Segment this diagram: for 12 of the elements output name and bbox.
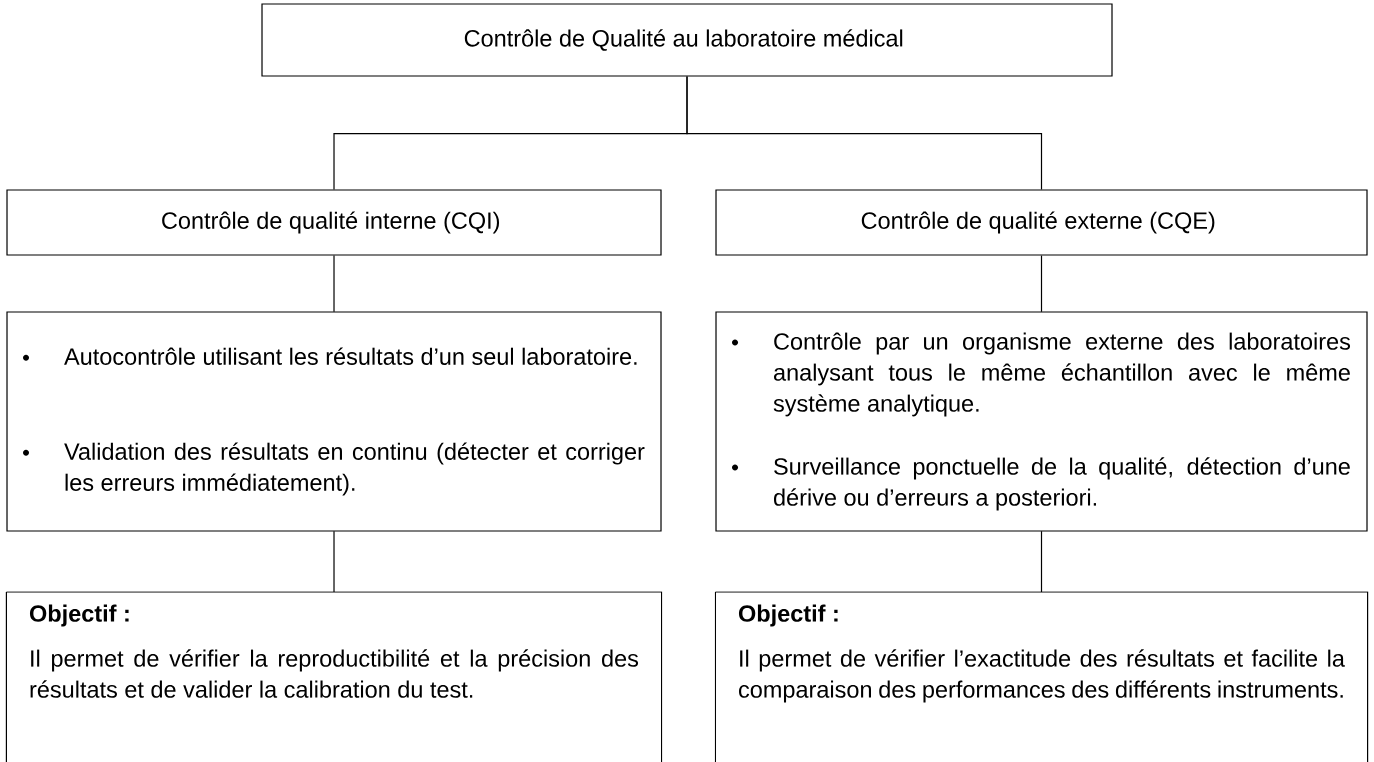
- objective-box: Objectif : Il permet de vérifier la reproductibilité et la précision des résultats et de valider la calibration du test.: [5, 591, 663, 762]
- connector-line: [333, 255, 335, 313]
- title-box: Contrôle de qualité interne (CQI): [6, 189, 662, 256]
- connector-line: [333, 530, 335, 593]
- title-box: Contrôle de Qualité au laboratoire médical: [261, 3, 1113, 77]
- bullet-list-box: Contrôle par un organisme externe des laboratoires analysant tous le même échantillon avec le même système analytique. Surveillance ponctuelle de la qualité, détection d’une dérive ou d’erreurs a posteriori.: [715, 311, 1368, 532]
- connector-line: [1040, 255, 1043, 313]
- bullet-list-box: Autocontrôle utilisant les résultats d’un seul laboratoire. Validation des résultats en continu (détecter et corriger les erreurs immédiatement).: [6, 311, 662, 532]
- connector-line: [1040, 530, 1043, 593]
- connector-line: [686, 76, 1043, 190]
- objective-box: Objectif : Il permet de vérifier l’exactitude des résultats et facilite la comparaison des performances des différents instruments.: [714, 591, 1369, 762]
- title-box: Contrôle de qualité externe (CQE): [715, 189, 1368, 256]
